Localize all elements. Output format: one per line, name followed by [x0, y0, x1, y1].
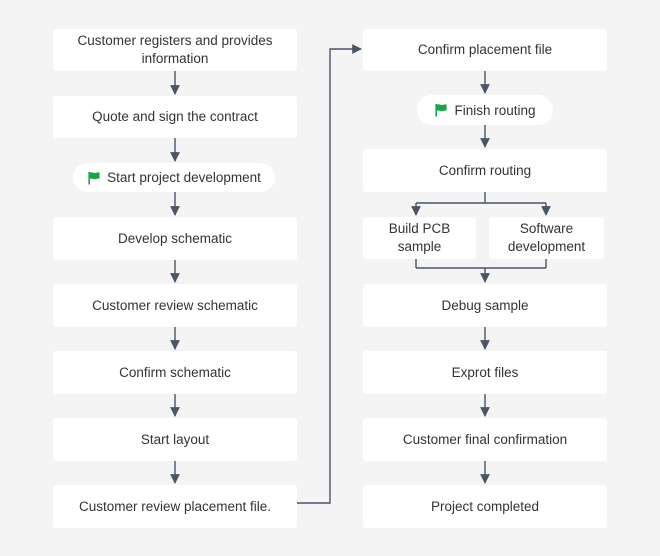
step-customer-review-placement: Customer review placement file.	[53, 485, 297, 528]
step-label: Confirm schematic	[119, 364, 231, 380]
step-export-files: Exprot files	[363, 351, 607, 394]
branch-label: Build PCB sample	[388, 221, 451, 254]
step-label: Confirm routing	[438, 162, 532, 178]
step-label: Confirm placement file	[417, 42, 553, 57]
step-customer-review-schematic: Customer review schematic	[53, 284, 297, 327]
step-label: Start layout	[140, 431, 210, 447]
step-start-layout: Start layout	[53, 418, 297, 461]
step-label: Quote and sign the contract	[92, 109, 258, 124]
milestone-finish-routing: Finish routing	[417, 95, 553, 125]
step-label: Customer registers and provides informat…	[77, 33, 273, 66]
step-label: Customer review schematic	[92, 297, 258, 313]
step-customer-registers: Customer registers and provides informat…	[53, 29, 297, 71]
step-label: Customer review placement file.	[78, 498, 272, 514]
branch-build-pcb: Build PCB sample	[363, 217, 476, 259]
milestone-label: Start project development	[107, 170, 261, 185]
step-confirm-placement: Confirm placement file	[363, 29, 607, 71]
step-label: Project completed	[430, 498, 540, 514]
milestone-label: Finish routing	[454, 102, 536, 118]
step-label: Debug sample	[441, 297, 529, 313]
flag-icon	[88, 171, 100, 184]
branch-software-development: Software development	[489, 217, 604, 259]
flag-icon	[435, 104, 448, 117]
branch-label: Software development	[507, 221, 586, 254]
step-develop-schematic: Develop schematic	[53, 217, 297, 260]
step-label: Customer final confirmation	[402, 431, 568, 447]
step-label: Exprot files	[451, 364, 519, 380]
milestone-start-project: Start project development	[73, 163, 275, 192]
step-customer-final-confirmation: Customer final confirmation	[363, 418, 607, 461]
step-project-completed: Project completed	[363, 485, 607, 528]
step-confirm-schematic: Confirm schematic	[53, 351, 297, 394]
step-quote-contract: Quote and sign the contract	[53, 96, 297, 138]
step-confirm-routing: Confirm routing	[363, 149, 607, 192]
step-label: Develop schematic	[117, 230, 233, 246]
step-debug-sample: Debug sample	[363, 284, 607, 327]
arrow-cross	[297, 44, 362, 504]
